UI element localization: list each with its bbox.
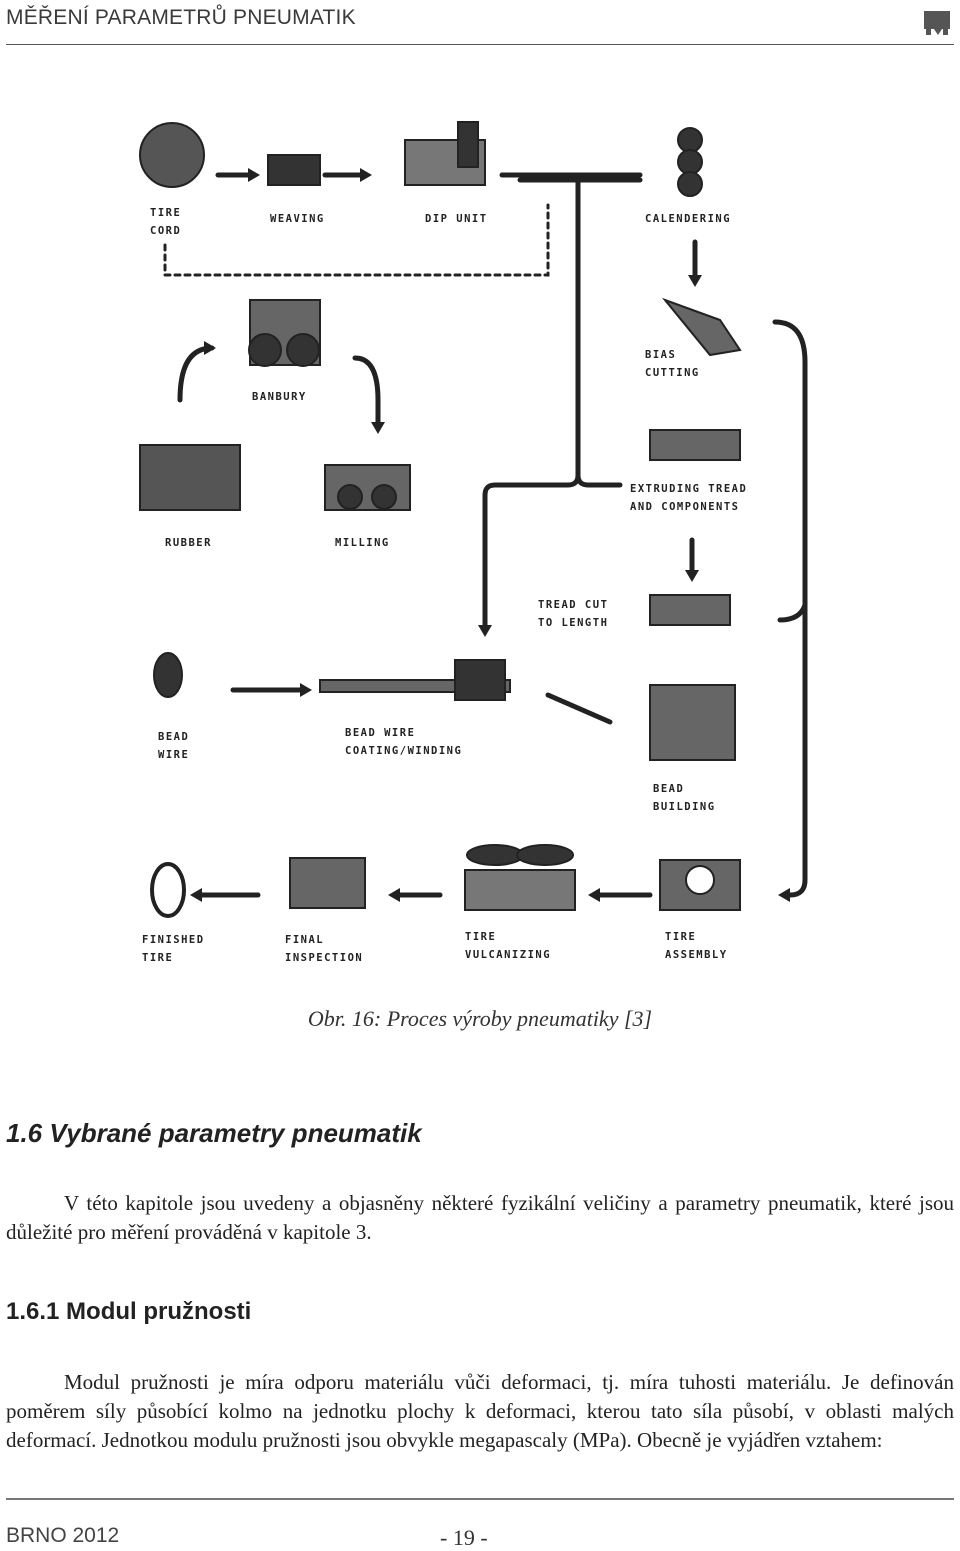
label-extruding: EXTRUDING TREAD (630, 483, 747, 495)
label-bead-building: BEAD (653, 783, 684, 795)
label-tread-cut: TREAD CUT (538, 599, 608, 611)
tire-production-diagram: TIRE CORD WEAVING DIP UNIT CALENDERING B… (139, 121, 808, 964)
subsection-heading: 1.6.1 Modul pružnosti (6, 1298, 252, 1325)
svg-text:CORD: CORD (150, 225, 181, 237)
label-rubber: RUBBER (165, 537, 212, 549)
figure-caption: Obr. 16: Proces výroby pneumatiky [3] (307, 1006, 653, 1031)
page-header: MĚŘENÍ PARAMETRŮ PNEUMATIK (6, 6, 954, 45)
section-paragraph: V této kapitole jsou uvedeny a objasněny… (6, 1191, 954, 1244)
label-calendering: CALENDERING (645, 213, 731, 225)
svg-text:CUTTING: CUTTING (645, 367, 700, 379)
svg-text:COATING/WINDING: COATING/WINDING (345, 745, 462, 757)
label-tire-cord: TIRE (150, 207, 181, 219)
label-bead-coating: BEAD WIRE (345, 727, 415, 739)
page-number: - 19 - (440, 1525, 488, 1550)
label-finished-tire: FINISHED (142, 934, 205, 946)
label-dip-unit: DIP UNIT (425, 213, 488, 225)
label-vulcanizing: TIRE (465, 931, 496, 943)
footer-location: BRNO 2012 (6, 1524, 120, 1547)
label-bias-cutting: BIAS (645, 349, 676, 361)
section-heading: 1.6 Vybrané parametry pneumatik (6, 1118, 422, 1148)
label-weaving: WEAVING (270, 213, 325, 225)
label-assembly: TIRE (665, 931, 696, 943)
svg-text:AND COMPONENTS: AND COMPONENTS (630, 501, 740, 513)
label-bead-wire: BEAD (158, 731, 189, 743)
header-title: MĚŘENÍ PARAMETRŮ PNEUMATIK (6, 6, 356, 29)
svg-text:BUILDING: BUILDING (653, 801, 716, 813)
svg-text:WIRE: WIRE (158, 749, 189, 761)
footer-divider (6, 1498, 954, 1500)
label-banbury: BANBURY (252, 391, 307, 403)
label-final-inspection: FINAL (285, 934, 324, 946)
subsection-paragraph: Modul pružnosti je míra odporu materiálu… (6, 1370, 954, 1452)
svg-text:INSPECTION: INSPECTION (285, 952, 363, 964)
svg-text:VULCANIZING: VULCANIZING (465, 949, 551, 961)
university-logo-icon (924, 11, 950, 35)
svg-text:ASSEMBLY: ASSEMBLY (665, 949, 728, 961)
label-milling: MILLING (335, 537, 390, 549)
svg-text:TO LENGTH: TO LENGTH (538, 617, 608, 629)
svg-text:TIRE: TIRE (142, 952, 173, 964)
